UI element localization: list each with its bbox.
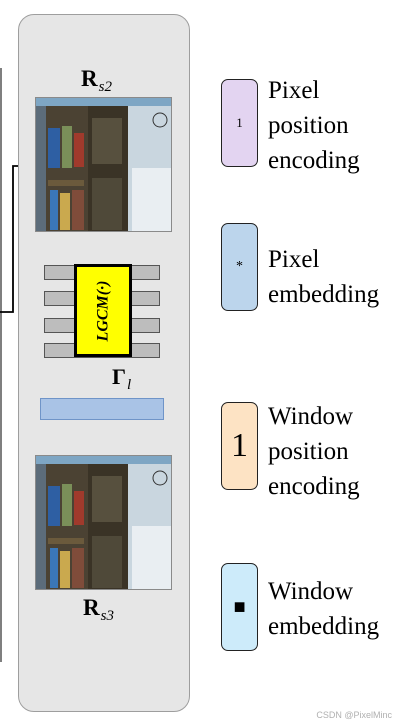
lgcm-module: LGCM(·) [74,264,132,357]
output-symbol: Rs3 [83,595,114,624]
watermark: CSDN @PixelMinc [316,710,392,720]
output-image [35,455,172,590]
lgcm-label: LGCM(·) [94,280,112,341]
pixel-position-encoding-label: Pixel position encoding [268,77,360,174]
window-embedding-box: ■ [221,563,258,651]
input-image [35,97,172,232]
window-position-encoding-label: Window position encoding [268,403,360,500]
feature-symbol: Γl [112,364,132,393]
pixel-embedding-box: * [221,223,258,311]
pixel-position-encoding-box: 1 [221,79,258,167]
window-embedding-label: Window embedding [268,578,380,640]
pixel-embedding-label: Pixel embedding [268,246,380,308]
input-symbol: Rs2 [81,66,112,95]
feature-bar [40,398,164,420]
window-position-encoding-box: 1 [221,402,258,490]
